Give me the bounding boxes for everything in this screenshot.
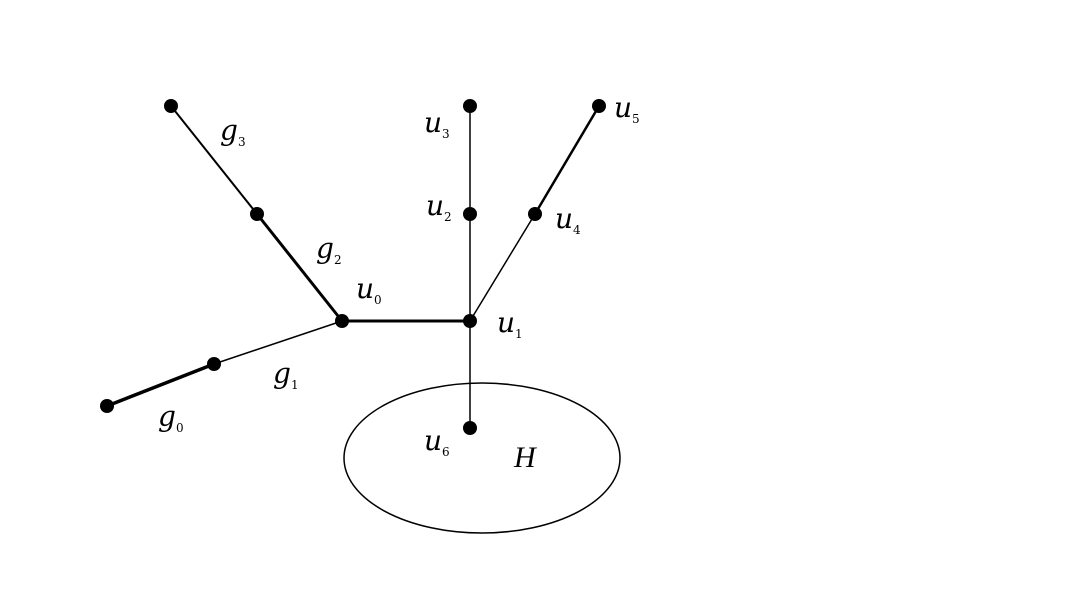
label-g1: g1 bbox=[273, 357, 299, 392]
label-u3: u3 bbox=[424, 106, 450, 141]
label-u5-base: u bbox=[614, 91, 632, 124]
label-u5: u5 bbox=[614, 91, 640, 126]
label-u6: u6 bbox=[424, 424, 450, 459]
node-u1 bbox=[463, 314, 477, 328]
label-g1-base: g bbox=[273, 357, 291, 390]
node-u2 bbox=[463, 207, 477, 221]
label-u2-base: u bbox=[426, 189, 444, 222]
edges bbox=[105, 104, 601, 429]
label-g2-base: g bbox=[316, 232, 334, 265]
label-u4-base: u bbox=[555, 202, 573, 235]
label-u6-sub: 6 bbox=[442, 445, 450, 459]
label-u1-base: u bbox=[497, 306, 515, 339]
label-g0-sub: 0 bbox=[176, 421, 184, 435]
label-g0-base: g bbox=[158, 400, 176, 433]
label-u0: u0 bbox=[356, 272, 382, 307]
label-u0-sub: 0 bbox=[374, 293, 382, 307]
region-h-ellipse bbox=[343, 382, 621, 534]
label-g2-sub: 2 bbox=[334, 253, 342, 267]
node-g3 bbox=[164, 99, 178, 113]
edge-g0-g1 bbox=[105, 362, 216, 408]
label-g1-sub: 1 bbox=[291, 378, 299, 392]
edge-g3-g2 bbox=[170, 105, 258, 215]
node-u6 bbox=[463, 421, 477, 435]
label-u3-base: u bbox=[424, 106, 442, 139]
label-g0: g0 bbox=[158, 400, 184, 435]
label-g3-base: g bbox=[220, 114, 238, 147]
label-u4: u4 bbox=[555, 202, 581, 237]
label-u2: u2 bbox=[426, 189, 452, 224]
edge-u4-u5 bbox=[533, 104, 601, 216]
label-u2-sub: 2 bbox=[444, 210, 452, 224]
label-u1: u1 bbox=[497, 306, 523, 341]
label-g3: g3 bbox=[220, 114, 246, 149]
node-u0 bbox=[335, 314, 349, 328]
label-u0-base: u bbox=[356, 272, 374, 305]
node-u3 bbox=[463, 99, 477, 113]
label-h: H bbox=[513, 441, 538, 474]
labels: g0 g1 g2 g3 u0 u1 u2 u3 u4 u5 u6 bbox=[158, 91, 640, 474]
label-u4-sub: 4 bbox=[573, 223, 581, 237]
node-g2 bbox=[250, 207, 264, 221]
label-u3-sub: 3 bbox=[442, 127, 450, 141]
edge-u1-u4 bbox=[469, 213, 536, 322]
node-u5 bbox=[592, 99, 606, 113]
edge-g1-u0 bbox=[213, 320, 343, 365]
label-g2: g2 bbox=[316, 232, 342, 267]
node-g0 bbox=[100, 399, 114, 413]
label-u6-base: u bbox=[424, 424, 442, 457]
node-g1 bbox=[207, 357, 221, 371]
label-u5-sub: 5 bbox=[632, 112, 640, 126]
node-u4 bbox=[528, 207, 542, 221]
nodes bbox=[100, 99, 606, 435]
label-g3-sub: 3 bbox=[238, 135, 246, 149]
edge-g2-u0 bbox=[255, 212, 344, 323]
label-u1-sub: 1 bbox=[515, 327, 523, 341]
